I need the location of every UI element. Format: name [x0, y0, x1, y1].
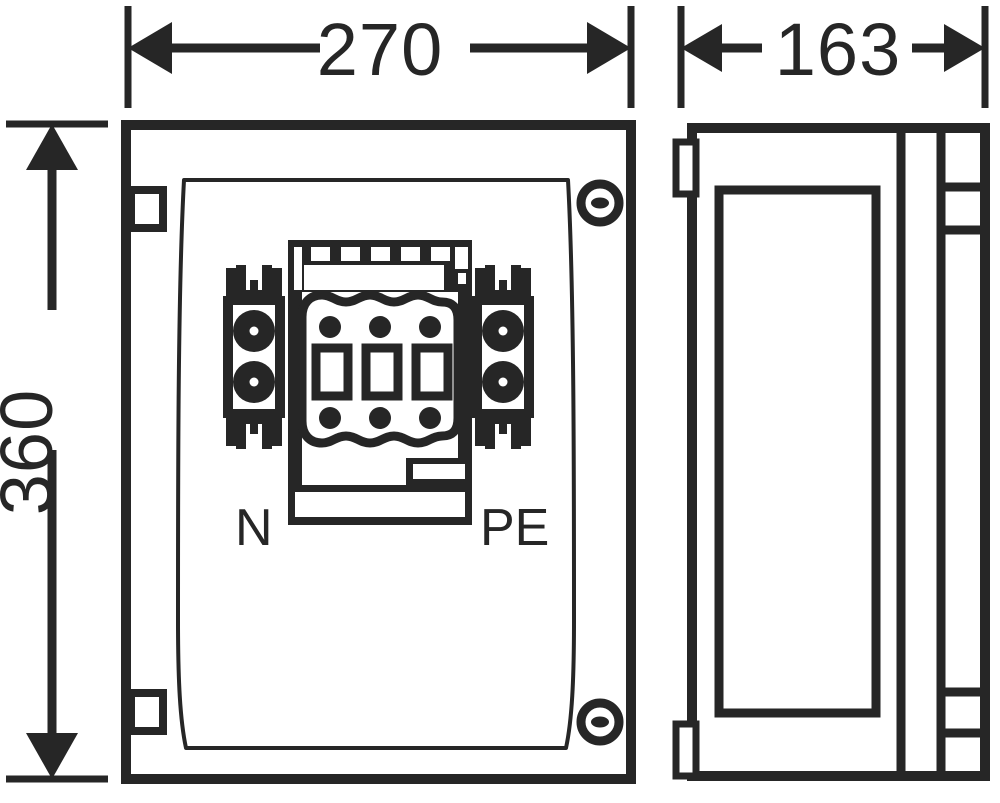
arrowhead-left-163 [681, 24, 722, 72]
contact-dot-top-3 [419, 316, 441, 338]
clamp-arm [262, 265, 272, 297]
clamp-arm [511, 417, 521, 449]
din-slot [311, 247, 330, 261]
terminal-screw-hole [249, 326, 259, 336]
terminal-block-left[interactable] [223, 265, 285, 449]
clamp-arm [236, 265, 246, 297]
side-hinge-tab-top [672, 138, 700, 198]
clamp-arm [262, 417, 272, 449]
arrowhead-bottom-360 [26, 733, 78, 779]
din-slot [371, 247, 390, 261]
clamp-arm [236, 417, 246, 449]
side-hinge-tab-bottom [672, 720, 700, 780]
clamp-arm [511, 265, 521, 297]
din-rail-bottom-right-slot [457, 492, 465, 517]
din-rail-top-left-slot [294, 247, 302, 290]
clamp-arm [485, 417, 495, 449]
contact-dot-bottom-1 [319, 407, 341, 429]
contact-dot-bottom-2 [369, 407, 391, 429]
latch-screw-top[interactable] [576, 179, 624, 227]
front-view: N PE [121, 120, 636, 784]
din-rail-top-right-slot-a [455, 247, 468, 269]
din-slot [341, 247, 360, 261]
terminal-screw-hole [249, 377, 259, 387]
front-enclosure-outline [121, 120, 636, 784]
arrowhead-right-163 [944, 24, 985, 72]
terminal-screw-hole [498, 326, 508, 336]
arrowhead-left-270 [128, 22, 172, 74]
contact-dot-top-2 [369, 316, 391, 338]
contact-dot-top-1 [319, 316, 341, 338]
side-view [672, 123, 990, 781]
terminal-block-right[interactable] [472, 265, 534, 449]
auxiliary-block [406, 458, 472, 488]
chassis-frame-left [288, 240, 302, 512]
terminal-screw-hole [498, 377, 508, 387]
clamp-bottom-left [226, 418, 282, 446]
din-slot [401, 247, 420, 261]
label-protective-earth: PE [480, 499, 549, 557]
side-enclosure-outline [687, 123, 990, 781]
dimension-width-270: 270 [124, 6, 635, 108]
dimension-depth-163: 163 [677, 6, 989, 108]
label-neutral: N [235, 499, 273, 557]
arrowhead-top-360 [26, 124, 78, 170]
din-rail-top [288, 240, 472, 292]
pole-window-3 [411, 343, 453, 401]
latch-screw-bottom[interactable] [576, 698, 624, 746]
din-rail-bottom-left-slot [295, 492, 303, 517]
dimension-label-width: 270 [317, 8, 443, 91]
contact-dot-bottom-3 [419, 407, 441, 429]
chassis-frame-right [458, 240, 472, 512]
auxiliary-block-window [413, 464, 465, 479]
dimension-label-depth: 163 [775, 8, 901, 91]
din-rail-bottom-window [301, 492, 459, 517]
dimension-height-360: 360 [0, 120, 108, 783]
pole-window-2 [361, 343, 403, 401]
din-rail-top-right-slot-b [458, 273, 466, 284]
arrowhead-right-270 [587, 22, 631, 74]
dimension-label-height: 360 [0, 389, 68, 515]
din-rail-top-window [304, 265, 444, 290]
din-slot [431, 247, 450, 261]
clamp-top-right [475, 268, 531, 296]
side-door-outline [714, 185, 881, 718]
clamp-arm [485, 265, 495, 297]
hinge-tab-bottom [127, 689, 167, 735]
clamp-top-left [226, 268, 282, 296]
hinge-tab-top [127, 186, 167, 232]
pole-window-1 [311, 343, 353, 401]
switch-body[interactable] [297, 290, 463, 448]
din-rail-bottom [288, 485, 472, 525]
clamp-bottom-right [475, 418, 531, 446]
three-pole-main-switch[interactable] [223, 240, 534, 525]
front-door-inner-outline [176, 178, 576, 750]
